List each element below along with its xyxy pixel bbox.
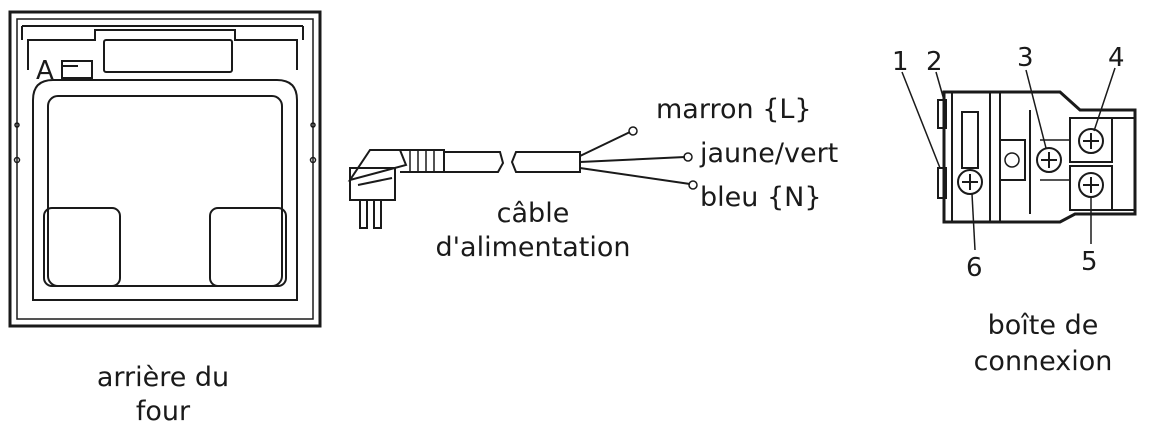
callout-5: 5 — [1081, 247, 1098, 277]
wire-blue-label: bleu {N} — [700, 182, 822, 213]
screw-3-icon — [1036, 147, 1062, 173]
callout-6: 6 — [966, 253, 983, 283]
label-plate-icon — [61, 60, 93, 79]
oven-back-drawing — [8, 10, 322, 328]
oven-caption-line2: four — [136, 396, 191, 427]
box-caption-line1: boîte de — [988, 310, 1099, 341]
screw-4-icon — [1078, 128, 1104, 154]
oven-caption-line1: arrière du — [97, 362, 229, 393]
callout-1: 1 — [892, 47, 909, 77]
callout-3: 3 — [1017, 43, 1034, 73]
connection-box-drawing — [937, 90, 1137, 224]
cable-caption-line1: câble — [497, 198, 570, 229]
wire-brown-terminal — [628, 126, 638, 136]
oven-marker-a: A — [36, 56, 54, 86]
screw-6-icon — [957, 169, 983, 195]
wire-brown-label: marron {L} — [656, 94, 812, 125]
callout-4: 4 — [1108, 43, 1125, 73]
cable-caption-line2: d'alimentation — [436, 232, 631, 263]
power-cable-drawing — [444, 126, 698, 190]
wire-yellow-green-terminal — [683, 152, 693, 162]
screw-5-icon — [1078, 172, 1104, 198]
callout-2: 2 — [926, 47, 943, 77]
callout-leaders — [901, 67, 1116, 251]
power-plug-icon — [347, 149, 445, 229]
box-caption-line2: connexion — [974, 346, 1113, 377]
wire-yellow-green-label: jaune/vert — [699, 138, 838, 169]
wire-blue-terminal — [688, 180, 698, 190]
